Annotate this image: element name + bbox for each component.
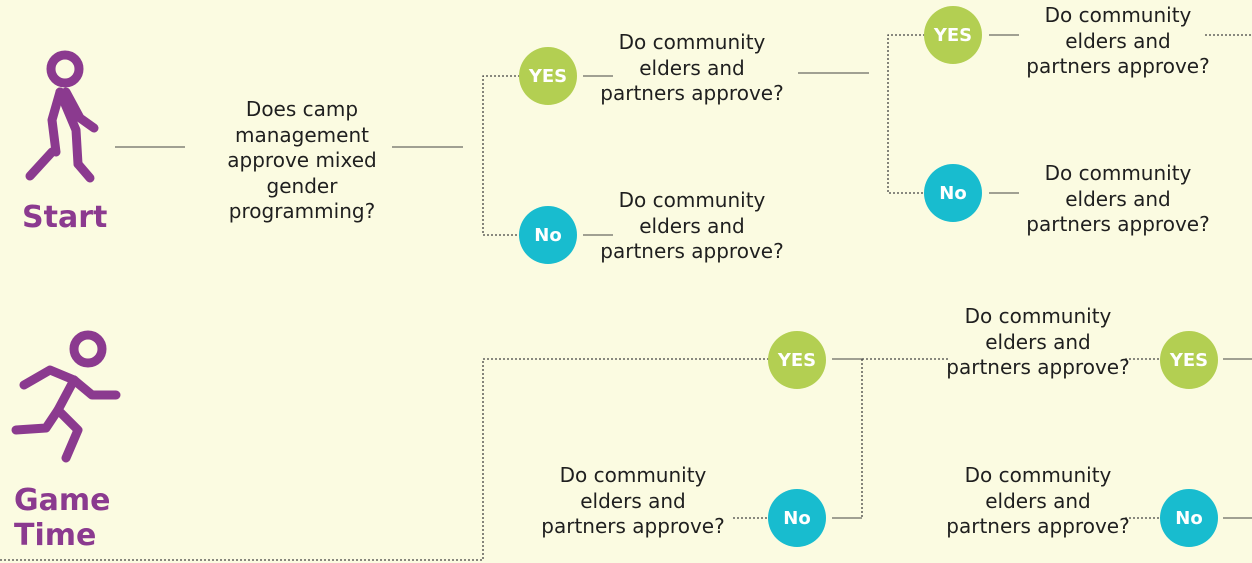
community-question: Do community elders and partners approve… — [600, 188, 784, 264]
yes-badge: YES — [1160, 331, 1218, 389]
yes-badge: YES — [519, 47, 577, 105]
no-badge: No — [924, 164, 982, 222]
community-question: Do community elders and partners approve… — [1026, 3, 1210, 79]
community-question: Do community elders and partners approve… — [946, 304, 1130, 380]
community-question: Do community elders and partners approve… — [600, 30, 784, 106]
running-person-icon — [6, 330, 124, 470]
start-label: Start — [22, 200, 108, 235]
community-question: Do community elders and partners approve… — [1026, 161, 1210, 237]
camp-management-question: Does camp management approve mixed gende… — [227, 97, 377, 224]
community-question: Do community elders and partners approve… — [946, 463, 1130, 539]
game-time-label-line2: Time — [14, 518, 97, 553]
game-time-label-line1: Game — [14, 483, 111, 518]
walking-person-icon — [22, 48, 104, 188]
no-badge: No — [768, 489, 826, 547]
yes-badge: YES — [924, 6, 982, 64]
community-question: Do community elders and partners approve… — [541, 463, 725, 539]
yes-badge: YES — [768, 331, 826, 389]
no-badge: No — [519, 206, 577, 264]
no-badge: No — [1160, 489, 1218, 547]
